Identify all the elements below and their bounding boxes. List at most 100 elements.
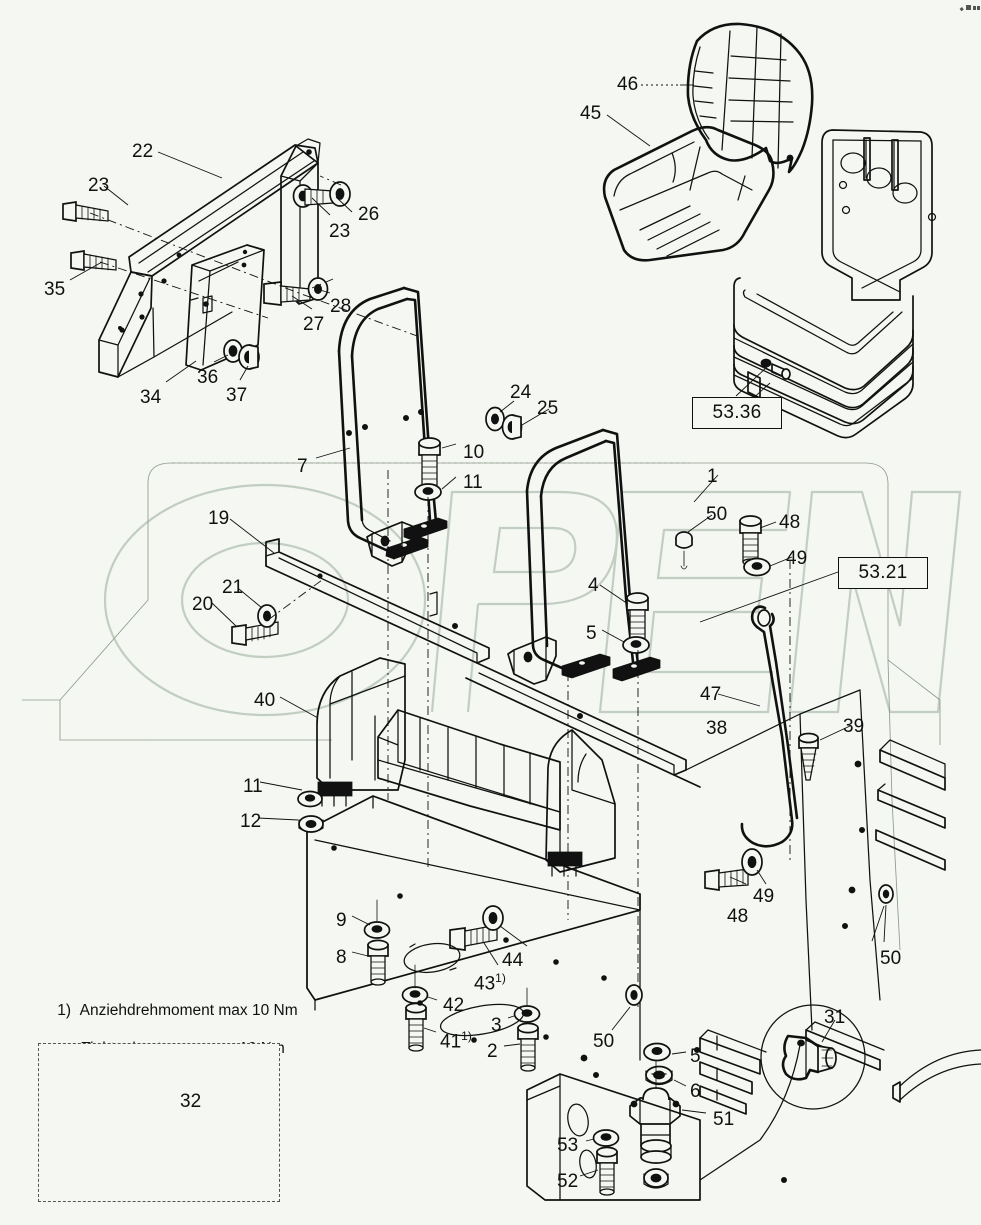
- washer-5-upper: [622, 636, 650, 654]
- callout-7: 7: [297, 456, 308, 477]
- callout-47: 47: [700, 684, 722, 705]
- callout-5: 5: [586, 623, 597, 644]
- vehicle-ghost-outline: [22, 462, 941, 745]
- washer-11-lower: [297, 790, 323, 808]
- wire-harness-detail-box: [38, 1043, 280, 1202]
- bolt-23-right: [292, 184, 334, 208]
- callout-footnote-marker: 1): [495, 971, 506, 985]
- callout-26: 26: [358, 204, 380, 225]
- callout-49: 49: [786, 548, 808, 569]
- bush-37: [238, 344, 260, 370]
- reference-box-53-21-label: 53.21: [858, 562, 908, 583]
- corner-mark: [959, 5, 980, 12]
- bolt-4: [626, 592, 649, 644]
- bolt-27: [263, 281, 311, 306]
- callout-27: 27: [303, 314, 325, 335]
- callout-52: 52: [557, 1171, 579, 1192]
- callout-19: 19: [208, 508, 230, 529]
- callout-35: 35: [44, 279, 66, 300]
- lower-fasteners: [331, 845, 767, 1201]
- nut-6: [645, 1065, 673, 1086]
- callout-42: 42: [443, 995, 465, 1016]
- callout-22: 22: [132, 141, 154, 162]
- bolt-48-upper: [739, 515, 762, 566]
- callout-41-footnoted: 411): [440, 1030, 472, 1051]
- callout-23: 23: [329, 221, 351, 242]
- bush-36: [223, 339, 243, 363]
- plug-50-upper: [675, 531, 693, 570]
- callout-40: 40: [254, 690, 276, 711]
- callout-32: 32: [180, 1091, 202, 1112]
- callout-36: 36: [197, 367, 219, 388]
- callout-46: 46: [617, 74, 639, 95]
- callout-11: 11: [243, 776, 263, 797]
- washer-9: [363, 921, 391, 939]
- callout-4: 4: [588, 575, 599, 596]
- bolt-43: [449, 924, 498, 951]
- bolt-41: [405, 1002, 427, 1052]
- washer-21: [257, 604, 277, 628]
- screw-39: [798, 732, 819, 781]
- bolt-23-left: [62, 201, 109, 222]
- grommet-50-center: [625, 984, 643, 1006]
- detail-circle-31: [760, 1004, 866, 1110]
- washer-49-upper: [743, 557, 771, 577]
- bolt-52: [596, 1146, 618, 1196]
- callout-48: 48: [779, 512, 801, 533]
- washer-42: [401, 986, 429, 1004]
- washer-53: [592, 1129, 620, 1147]
- callout-28: 28: [330, 296, 352, 317]
- bolt-10: [418, 437, 441, 491]
- callout-12: 12: [240, 811, 262, 832]
- washer-44: [482, 905, 504, 931]
- reference-box-53-21[interactable]: 53.21: [838, 557, 928, 589]
- callout-20: 20: [192, 594, 214, 615]
- callout-34: 34: [140, 387, 162, 408]
- callout-43-footnoted: 431): [474, 972, 506, 993]
- bolt-8: [367, 939, 389, 986]
- footnote-marker: 1): [57, 1002, 72, 1019]
- callout-6: 6: [690, 1081, 701, 1102]
- callout-21: 21: [222, 577, 244, 598]
- mount-51: [629, 1059, 681, 1189]
- callout-10: 10: [463, 442, 485, 463]
- callout-2: 2: [487, 1041, 498, 1062]
- washer-3: [513, 1005, 541, 1023]
- callout-number: 41: [440, 1031, 462, 1053]
- callout-11: 11: [463, 472, 483, 493]
- callout-50: 50: [593, 1031, 615, 1052]
- seat-assembly: [602, 22, 937, 439]
- bolt-48-lower: [704, 868, 749, 891]
- bolt-2: [517, 1022, 539, 1072]
- callout-25: 25: [537, 398, 559, 419]
- callout-8: 8: [336, 947, 347, 968]
- chassis-right: [685, 659, 981, 1184]
- washer-28: [307, 277, 329, 301]
- footnote-line-de: Anziehdrehmoment max 10 Nm: [79, 1002, 298, 1019]
- nut-12: [298, 815, 324, 833]
- callout-48: 48: [727, 906, 749, 927]
- reference-box-53-36[interactable]: 53.36: [692, 397, 782, 429]
- callout-9: 9: [336, 910, 347, 931]
- washer-5-lower: [643, 1042, 671, 1062]
- bush-25: [501, 414, 523, 440]
- washer-49-lower: [741, 848, 763, 876]
- callout-3: 3: [491, 1015, 502, 1036]
- callout-45: 45: [580, 103, 602, 124]
- callout-23: 23: [88, 175, 110, 196]
- callout-51: 51: [713, 1109, 735, 1130]
- callout-49: 49: [753, 886, 775, 907]
- callout-38: 38: [706, 718, 728, 739]
- upper-left-frame-assembly: [62, 138, 421, 383]
- callout-5: 5: [690, 1046, 701, 1067]
- washer-26: [329, 181, 351, 207]
- callout-50: 50: [880, 948, 902, 969]
- callout-37: 37: [226, 385, 248, 406]
- callout-50: 50: [706, 504, 728, 525]
- console-40: [257, 657, 641, 1061]
- reference-box-53-36-label: 53.36: [712, 402, 762, 423]
- callout-24: 24: [510, 382, 532, 403]
- callout-31: 31: [824, 1007, 846, 1028]
